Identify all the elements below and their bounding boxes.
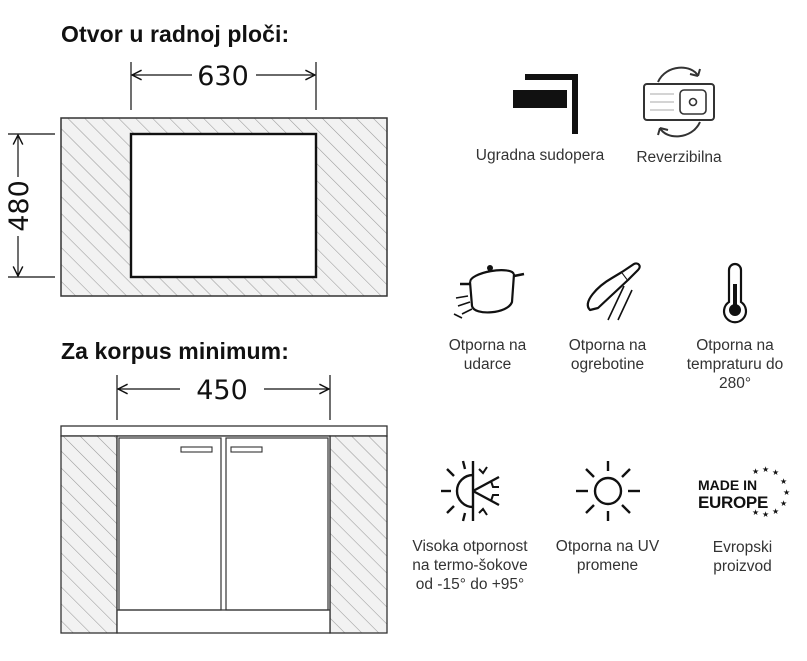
cabinet-width-label: 450 xyxy=(196,375,248,406)
cutout-opening xyxy=(129,132,318,279)
svg-text:★: ★ xyxy=(762,510,769,519)
feature-thermal-shock: Visoka otpornost na termo-šokove od -15°… xyxy=(400,459,540,594)
badge-line1: MADE IN xyxy=(698,477,757,493)
cutout-drawing: 630 480 xyxy=(4,61,388,297)
feature-label: Visoka otpornost na termo-šokove od -15°… xyxy=(412,538,528,593)
badge-line2: EUROPE xyxy=(698,493,768,512)
eu-stars: ★★★ ★★★ ★★★ xyxy=(752,465,790,519)
made-in-europe-icon: MADE IN EUROPE ★★★ ★★★ ★★★ xyxy=(698,465,790,519)
svg-text:★: ★ xyxy=(780,477,787,486)
feature-scratch: Otporna na ogrebotine xyxy=(550,262,665,374)
thermometer-icon xyxy=(722,262,748,324)
feature-label: Otporna na tempraturu do 280° xyxy=(686,337,784,392)
sun-icon xyxy=(575,461,640,521)
cutout-height-label: 480 xyxy=(4,180,35,232)
svg-text:★: ★ xyxy=(762,465,769,474)
feature-label: Evropski proizvod xyxy=(712,539,773,575)
svg-text:★: ★ xyxy=(772,507,779,516)
svg-text:★: ★ xyxy=(780,499,787,508)
feature-label: Otporna na ogrebotine xyxy=(568,337,647,373)
svg-text:★: ★ xyxy=(752,467,759,476)
feature-label: Otporna na udarce xyxy=(448,337,527,373)
technical-drawing: 630 480 450 xyxy=(4,61,388,634)
cabinet-door-left xyxy=(118,437,222,611)
reversible-sink-icon xyxy=(643,66,715,138)
door-handle-right xyxy=(230,446,263,453)
feature-made-in-europe: MADE IN EUROPE ★★★ ★★★ ★★★ Evropski proi… xyxy=(680,462,805,576)
cabinet-title: Za korpus minimum: xyxy=(61,338,289,364)
cabinet-drawing: 450 xyxy=(60,375,388,634)
feature-reversible: Reverzibilna xyxy=(614,60,744,167)
left-wall xyxy=(60,435,118,634)
feature-temperature: Otporna na tempraturu do 280° xyxy=(670,262,800,393)
feature-label: Ugradna sudopera xyxy=(475,147,605,164)
feature-uv: Otporna na UV promene xyxy=(545,459,670,575)
svg-text:★: ★ xyxy=(772,468,779,477)
right-wall xyxy=(329,435,388,634)
built-in-sink-icon xyxy=(513,74,578,134)
svg-text:★: ★ xyxy=(752,508,759,517)
feature-impact: Otporna na udarce xyxy=(430,262,545,374)
sun-snowflake-icon xyxy=(441,460,500,522)
countertop xyxy=(60,425,388,437)
svg-text:★: ★ xyxy=(783,488,790,497)
cabinet-door-right xyxy=(225,437,329,611)
door-handle-left xyxy=(180,446,213,453)
cutout-width-label: 630 xyxy=(197,61,249,92)
pot-impact-icon xyxy=(453,265,524,319)
feature-built-in-sink: Ugradna sudopera xyxy=(470,70,610,165)
knife-icon xyxy=(586,262,641,321)
feature-label: Otporna na UV promene xyxy=(555,538,660,574)
feature-label: Reverzibilna xyxy=(636,149,722,166)
cutout-title: Otvor u radnoj ploči: xyxy=(61,21,290,47)
